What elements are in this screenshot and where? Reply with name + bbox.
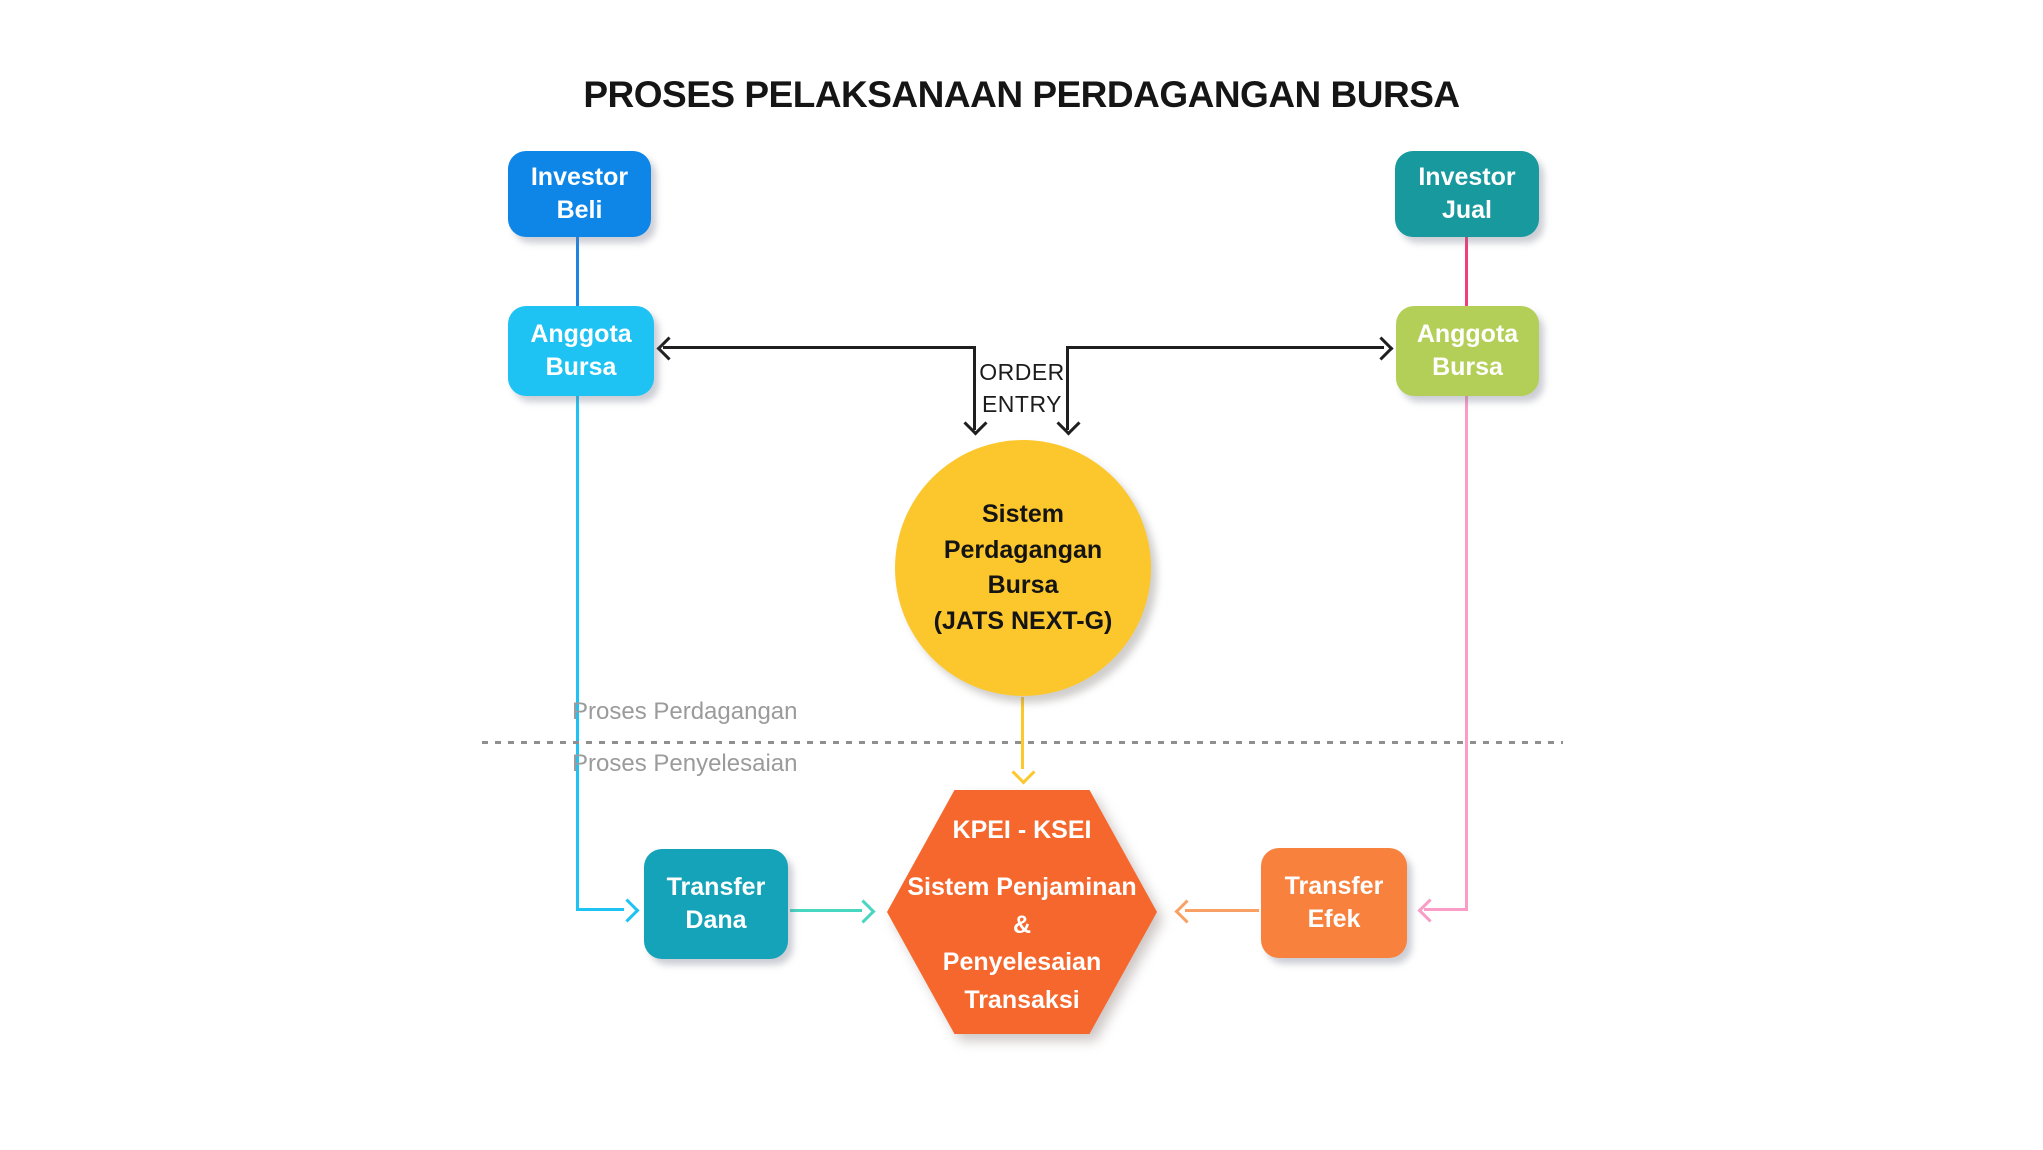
connector-anggota-transfer-dana-vertical: [576, 396, 579, 910]
node-transfer-dana: Transfer Dana: [644, 849, 788, 959]
arrowhead-sistem-to-kpei: [1011, 760, 1036, 785]
arrowhead-to-transfer-efek: [1417, 898, 1442, 923]
connector-order-entry-left-horizontal: [663, 346, 975, 349]
node-investor-jual: Investor Jual: [1395, 151, 1539, 237]
connector-order-entry-right-horizontal: [1068, 346, 1384, 349]
arrowhead-efek-to-kpei: [1174, 899, 1199, 924]
connector-order-entry-right-vertical: [1066, 346, 1069, 430]
connector-sistem-kpei: [1021, 697, 1024, 769]
connector-transfer-dana-kpei: [790, 909, 862, 912]
kpei-ksei-heading: KPEI - KSEI: [952, 816, 1092, 844]
order-entry-label: ORDER ENTRY: [979, 359, 1065, 418]
node-sistem-perdagangan-bursa: Sistem Perdagangan Bursa (JATS NEXT-G): [895, 440, 1151, 696]
kpei-ksei-hexagon: KPEI - KSEI Sistem Penjaminan & Penyeles…: [887, 790, 1157, 1034]
connector-anggota-transfer-efek-vertical: [1465, 396, 1468, 910]
connector-transfer-efek-kpei: [1185, 909, 1259, 912]
connector-order-entry-left-vertical: [973, 346, 976, 430]
section-label-proses-perdagangan: Proses Perdagangan: [572, 698, 798, 725]
node-kpei-ksei: KPEI - KSEI Sistem Penjaminan & Penyeles…: [887, 790, 1157, 1034]
connector-anggota-transfer-dana-horizontal: [576, 908, 624, 911]
arrowhead-to-anggota-jual: [1369, 336, 1394, 361]
node-investor-beli: Investor Beli: [508, 151, 651, 237]
kpei-ksei-body: Sistem Penjaminan & Penyelesaian Transak…: [907, 873, 1137, 1014]
connector-investor-beli-anggota: [576, 237, 579, 307]
section-divider: [482, 741, 1563, 744]
connector-investor-jual-anggota: [1465, 237, 1468, 307]
node-anggota-bursa-beli: Anggota Bursa: [508, 306, 654, 396]
section-label-proses-penyelesaian: Proses Penyelesaian: [572, 750, 798, 777]
arrowhead-dana-to-kpei: [851, 899, 876, 924]
arrowhead-to-anggota-beli: [656, 336, 681, 361]
node-transfer-efek: Transfer Efek: [1261, 848, 1407, 958]
page-title: PROSES PELAKSANAAN PERDAGANGAN BURSA: [583, 74, 1460, 115]
arrowhead-to-transfer-dana: [615, 898, 640, 923]
node-anggota-bursa-jual: Anggota Bursa: [1396, 306, 1539, 396]
connector-anggota-transfer-efek-horizontal: [1424, 908, 1468, 911]
